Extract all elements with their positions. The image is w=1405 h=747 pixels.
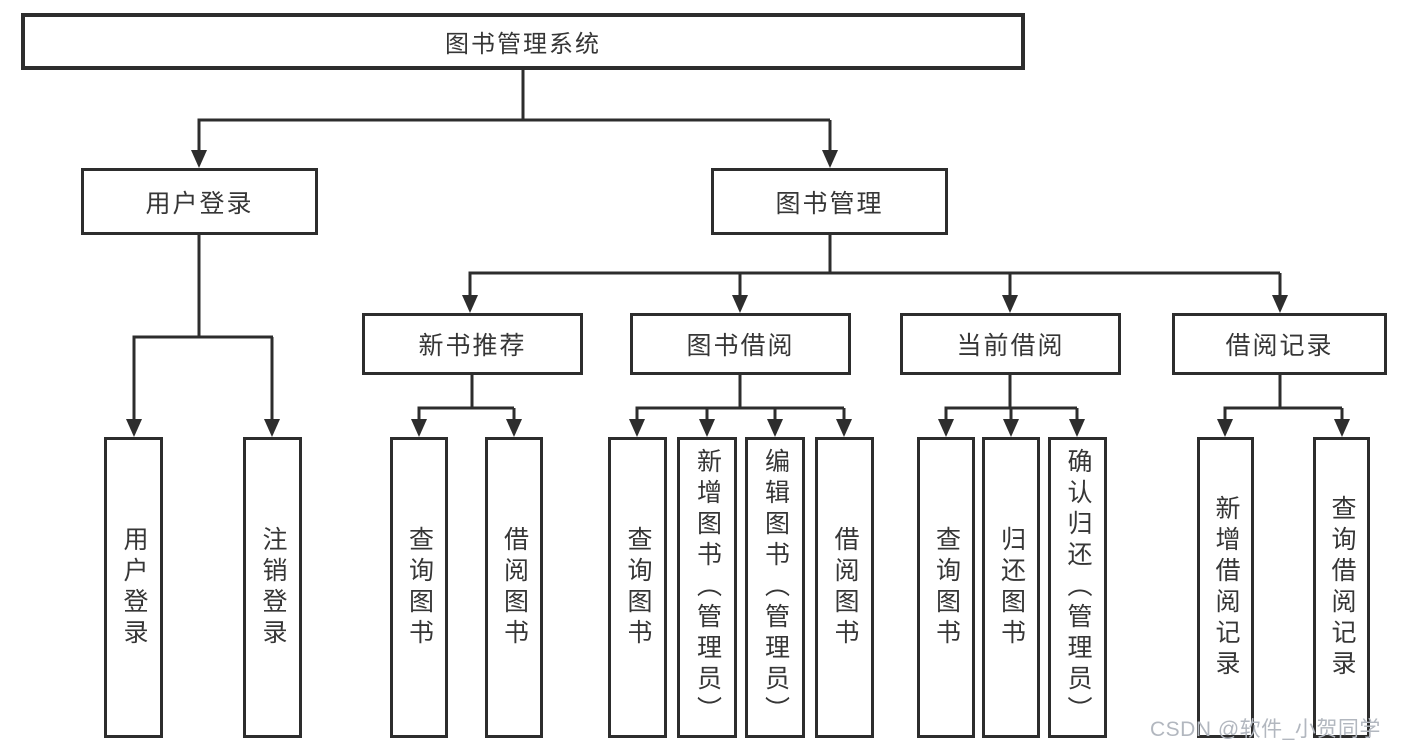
node-label: 新增图书（管理员） (693, 448, 722, 727)
leaf-borrow-books-recommend: 借阅图书 (485, 437, 543, 738)
node-label: 图书管理系统 (445, 31, 601, 58)
leaf-confirm-return-admin: 确认归还（管理员） (1048, 437, 1107, 738)
leaf-return-book: 归还图书 (982, 437, 1040, 738)
leaf-user-login: 用户登录 (104, 437, 163, 738)
node-label: 当前借阅 (956, 332, 1065, 360)
node-label: 查询图书 (624, 525, 652, 650)
leaf-add-borrow-record: 新增借阅记录 (1197, 437, 1254, 738)
node-book-management: 图书管理 (711, 168, 948, 235)
node-label: 查询借阅记录 (1328, 494, 1356, 681)
node-new-book-recommend: 新书推荐 (362, 313, 583, 375)
leaf-logout: 注销登录 (243, 437, 302, 738)
node-label: 新增借阅记录 (1212, 494, 1240, 681)
connector-strokes (132, 70, 1344, 423)
node-label: 新书推荐 (418, 332, 527, 360)
node-user-login: 用户登录 (81, 168, 318, 235)
node-label: 归还图书 (997, 525, 1026, 650)
node-label: 查询图书 (932, 525, 961, 650)
leaf-query-books-recommend: 查询图书 (390, 437, 448, 738)
node-label: 确认归还（管理员） (1064, 448, 1092, 727)
node-borrow-records: 借阅记录 (1172, 313, 1387, 375)
node-label: 借阅记录 (1225, 332, 1334, 360)
leaf-query-borrow-record: 查询借阅记录 (1313, 437, 1370, 738)
node-label: 用户登录 (120, 525, 148, 650)
arrowheads (126, 150, 1350, 437)
leaf-edit-book-admin: 编辑图书（管理员） (745, 437, 805, 738)
node-label: 注销登录 (259, 525, 287, 650)
node-label: 编辑图书（管理员） (761, 448, 790, 727)
leaf-query-books-borrow: 查询图书 (608, 437, 667, 738)
node-library-management-system: 图书管理系统 (21, 13, 1025, 70)
node-label: 借阅图书 (500, 525, 529, 650)
leaf-add-book-admin: 新增图书（管理员） (677, 437, 737, 738)
csdn-watermark: CSDN @软件_小贺同学 (1150, 718, 1381, 741)
node-book-borrow: 图书借阅 (630, 313, 851, 375)
node-label: 图书管理 (775, 189, 884, 218)
node-label: 查询图书 (405, 525, 434, 650)
node-label: 用户登录 (145, 189, 254, 218)
node-label: 借阅图书 (831, 525, 859, 650)
leaf-borrow-books-borrow: 借阅图书 (815, 437, 874, 738)
node-current-borrow: 当前借阅 (900, 313, 1121, 375)
node-label: 图书借阅 (686, 332, 795, 360)
leaf-query-books-current: 查询图书 (917, 437, 975, 738)
